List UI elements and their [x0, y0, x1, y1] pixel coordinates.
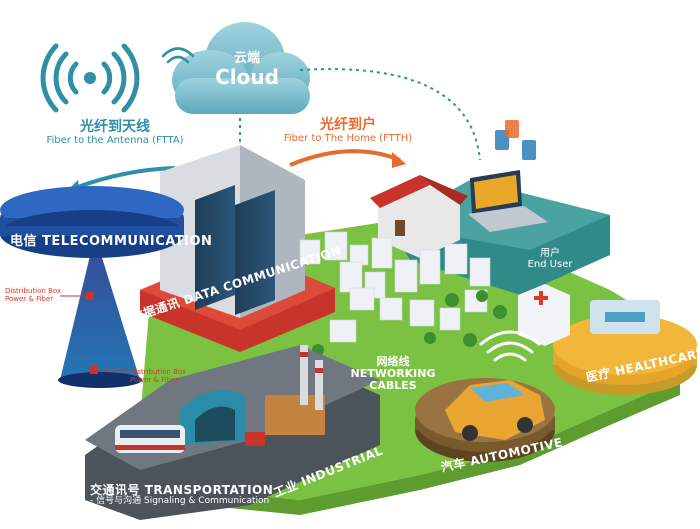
cloud-icon — [172, 22, 310, 114]
networking-label-cn: 网络线 — [376, 355, 410, 368]
transportation-label-cn: 交通讯号 — [90, 483, 141, 497]
ftta-label-cn: 光纤到天线 — [80, 119, 150, 135]
transportation-sub-en: Signaling & Communication — [143, 496, 270, 507]
telecom-label: 电信 TELECOMMUNICATION — [10, 234, 213, 249]
ftth-label: 光纤到户 Fiber to The Home (FTTH) — [283, 117, 413, 145]
telecom-label-cn: 电信 — [10, 234, 38, 249]
distribution-box-1 — [86, 292, 94, 300]
cloud-wifi-icon — [161, 47, 195, 64]
end-user-label-cn: 用户 — [540, 248, 560, 259]
cloud-label-en: Cloud — [215, 65, 279, 90]
ftta-label: 光纤到天线 Fiber to the Antenna (FTTA) — [40, 119, 190, 147]
ftth-arrow — [289, 149, 401, 167]
data-center-building — [140, 145, 335, 352]
distribution-2-line2: Power & Fiber — [130, 376, 179, 385]
transportation-label-en: TRANSPORTATION — [144, 483, 274, 497]
distribution-1-line1: Distribution Box — [5, 287, 62, 295]
transportation-label: 交通讯号 TRANSPORTATION - 信号与沟通 Signaling & … — [90, 483, 274, 507]
house-illustration — [370, 175, 468, 258]
ftth-label-en: Fiber to The Home (FTTH) — [283, 133, 413, 145]
telecom-antenna — [0, 186, 184, 388]
train-icon — [115, 425, 185, 453]
distribution-box-2 — [90, 366, 98, 374]
transportation-sub-cn: - 信号与沟通 — [90, 496, 142, 507]
cloud-label-cn: 云端 — [233, 51, 260, 66]
distribution-label-1: Distribution Box Power & Fiber — [5, 287, 61, 304]
distribution-2-line1: Distribution Box — [130, 368, 187, 376]
end-user-label-en: End User — [527, 259, 573, 270]
trees — [312, 290, 507, 356]
telecom-label-en: TELECOMMUNICATION — [42, 234, 213, 249]
factory-icon — [245, 345, 325, 446]
networking-label: 网络线 NETWORKING CABLES — [348, 355, 438, 393]
ftth-label-cn: 光纤到户 — [320, 117, 376, 133]
networking-label-en2: CABLES — [369, 379, 417, 393]
ftta-wifi-icon — [40, 43, 140, 113]
networking-label-en1: NETWORKING — [350, 367, 436, 381]
networking-buildings — [299, 231, 491, 343]
ftth-arrowhead — [392, 152, 406, 168]
green-ground-edge — [140, 380, 680, 515]
end-user-laptop — [468, 120, 548, 232]
distribution-1-line2: Power & Fiber — [5, 295, 54, 304]
car-wifi-icon — [479, 330, 541, 362]
distribution-label-2: Distribution Box Power & Fiber — [130, 368, 186, 385]
hospital-building — [518, 284, 570, 346]
end-user-label: 用户 End User — [520, 248, 580, 270]
car-icon — [445, 380, 545, 441]
cloud-to-enduser-line — [299, 68, 481, 161]
ftta-label-en: Fiber to the Antenna (FTTA) — [46, 135, 184, 147]
ftta-arrow — [69, 166, 176, 192]
tunnel — [180, 390, 245, 445]
cloud-label: 云端 Cloud — [212, 51, 282, 90]
healthcare-platform — [553, 300, 697, 395]
